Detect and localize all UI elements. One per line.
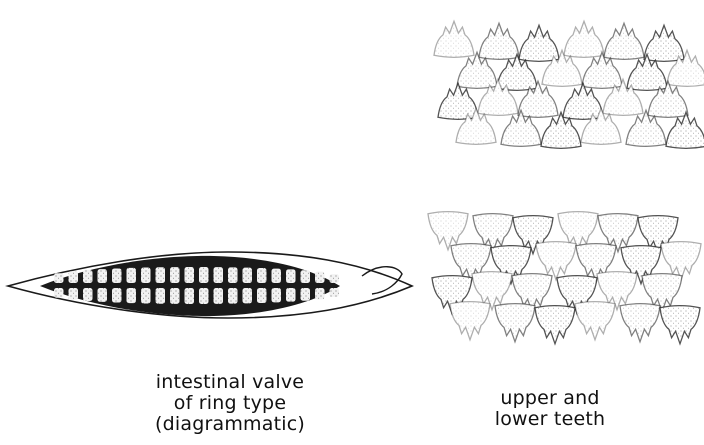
valve-ring-stipple bbox=[170, 288, 180, 304]
valve-caption-line-3: (diagrammatic) bbox=[110, 414, 350, 435]
valve-ring-stipple bbox=[185, 288, 195, 304]
valve-ring-stipple bbox=[228, 267, 238, 283]
valve-ring-stipple bbox=[112, 268, 122, 283]
valve-caption-line-1: intestinal valve bbox=[110, 372, 350, 393]
teeth-caption: upper and lower teeth bbox=[450, 388, 650, 430]
valve-caption: intestinal valve of ring type (diagramma… bbox=[110, 372, 350, 435]
valve-ring-stipple bbox=[301, 288, 311, 301]
valve-ring-stipple bbox=[301, 270, 311, 283]
valve-ring-stipple bbox=[330, 288, 340, 297]
valve-ring-stipple bbox=[243, 288, 253, 303]
tooth-outline bbox=[620, 304, 660, 342]
valve-ring-stipple bbox=[315, 272, 325, 283]
valve-caption-line-2: of ring type bbox=[110, 393, 350, 414]
teeth-caption-line-1: upper and bbox=[450, 388, 650, 409]
valve-ring-stipple bbox=[330, 274, 340, 283]
valve-ring-stipple bbox=[257, 268, 267, 283]
tooth-outline bbox=[535, 306, 575, 344]
valve-ring-stipple bbox=[286, 288, 296, 302]
valve-ring-stipple bbox=[156, 267, 166, 283]
valve-ring-stipple bbox=[228, 288, 238, 304]
tooth-outline bbox=[604, 23, 644, 59]
valve-ring-stipple bbox=[141, 268, 151, 283]
valve-ring-stipple bbox=[98, 269, 108, 283]
valve-ring-stipple bbox=[199, 267, 209, 283]
upper-teeth-drawing bbox=[434, 21, 704, 148]
valve-ring-stipple bbox=[54, 288, 64, 298]
valve-ring-stipple bbox=[214, 288, 224, 304]
valve-body bbox=[40, 256, 340, 316]
intestine-tail bbox=[362, 267, 402, 294]
valve-ring-stipple bbox=[112, 288, 122, 303]
valve-ring-stipple bbox=[243, 268, 253, 283]
tooth-outline bbox=[450, 302, 490, 340]
valve-ring-stipple bbox=[127, 268, 137, 283]
valve-ring-stipple bbox=[272, 288, 282, 302]
lower-teeth-drawing bbox=[428, 212, 701, 344]
teeth-caption-line-2: lower teeth bbox=[450, 409, 650, 430]
tooth-outline bbox=[479, 23, 519, 59]
valve-ring-stipple bbox=[214, 267, 224, 283]
valve-ring-stipple bbox=[69, 288, 79, 300]
valve-ring-stipple bbox=[156, 288, 166, 304]
valve-ring-stipple bbox=[54, 273, 64, 283]
valve-ring-stipple bbox=[272, 269, 282, 283]
valve-ring-stipple bbox=[257, 288, 267, 303]
tooth-outline bbox=[660, 306, 700, 344]
intestinal-valve-drawing bbox=[8, 252, 412, 318]
valve-ring-stipple bbox=[170, 267, 180, 283]
valve-ring-stipple bbox=[141, 288, 151, 303]
valve-ring-stipple bbox=[69, 271, 79, 283]
valve-ring-stipple bbox=[199, 288, 209, 304]
valve-ring-stipple bbox=[83, 270, 93, 283]
tooth-outline bbox=[434, 21, 474, 57]
tooth-outline bbox=[495, 304, 535, 342]
valve-ring-stipple bbox=[98, 288, 108, 302]
tooth-outline bbox=[564, 21, 604, 57]
valve-ring-stipple bbox=[127, 288, 137, 303]
valve-ring-stipple bbox=[185, 267, 195, 283]
valve-ring-stipple bbox=[83, 288, 93, 301]
valve-ring-stipple bbox=[286, 269, 296, 283]
tooth-outline bbox=[575, 302, 615, 340]
valve-ring-stipple bbox=[315, 288, 325, 299]
